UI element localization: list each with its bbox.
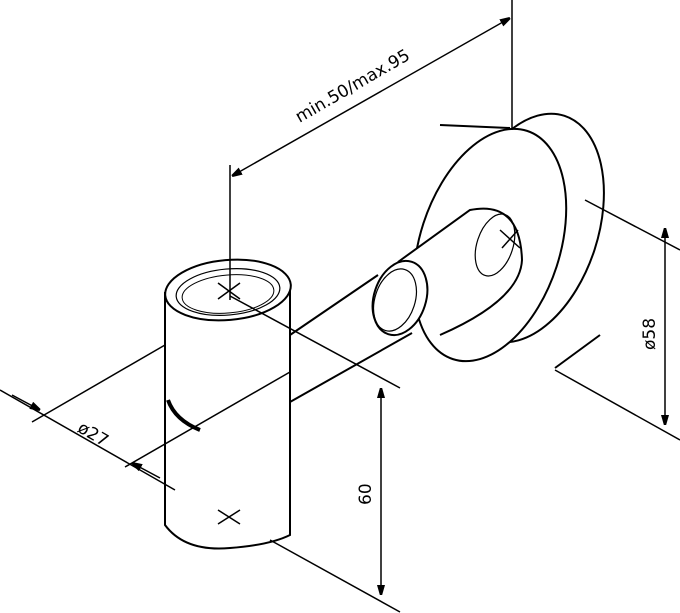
pipe [289, 274, 413, 403]
height-dimension-label: 60 [356, 483, 376, 505]
dimension-body-diameter [0, 344, 291, 491]
flange-diameter-label: ø58 [640, 317, 660, 350]
dimension-depth [229, 0, 513, 300]
pipe-sleeve [371, 207, 524, 337]
dimension-flange-diameter [554, 199, 680, 441]
dimension-height [229, 295, 401, 613]
body-cylinder [164, 258, 292, 550]
